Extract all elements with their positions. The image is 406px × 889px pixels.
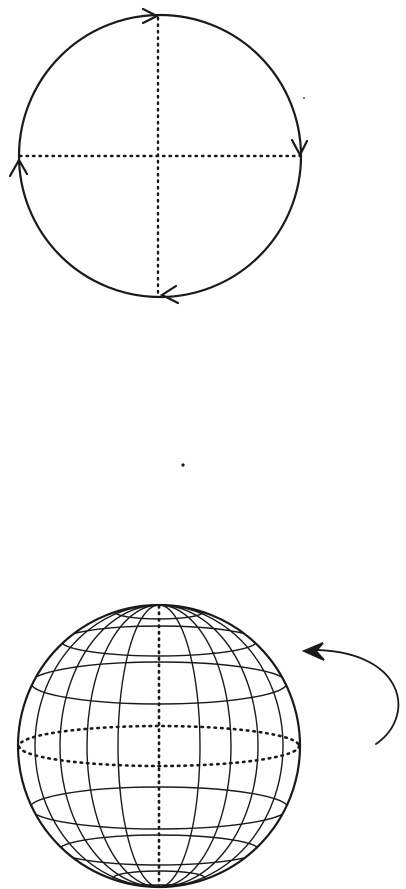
circle-diagram — [10, 9, 307, 303]
rotation-arrow-head — [304, 643, 324, 660]
arrowhead-bottom — [162, 286, 178, 303]
rotation-arrow-curve — [307, 650, 398, 744]
stray-dot-2 — [303, 97, 305, 99]
rotation-arrow — [304, 643, 398, 744]
sphere-diagram — [18, 605, 300, 887]
stray-dot-1 — [181, 463, 184, 466]
